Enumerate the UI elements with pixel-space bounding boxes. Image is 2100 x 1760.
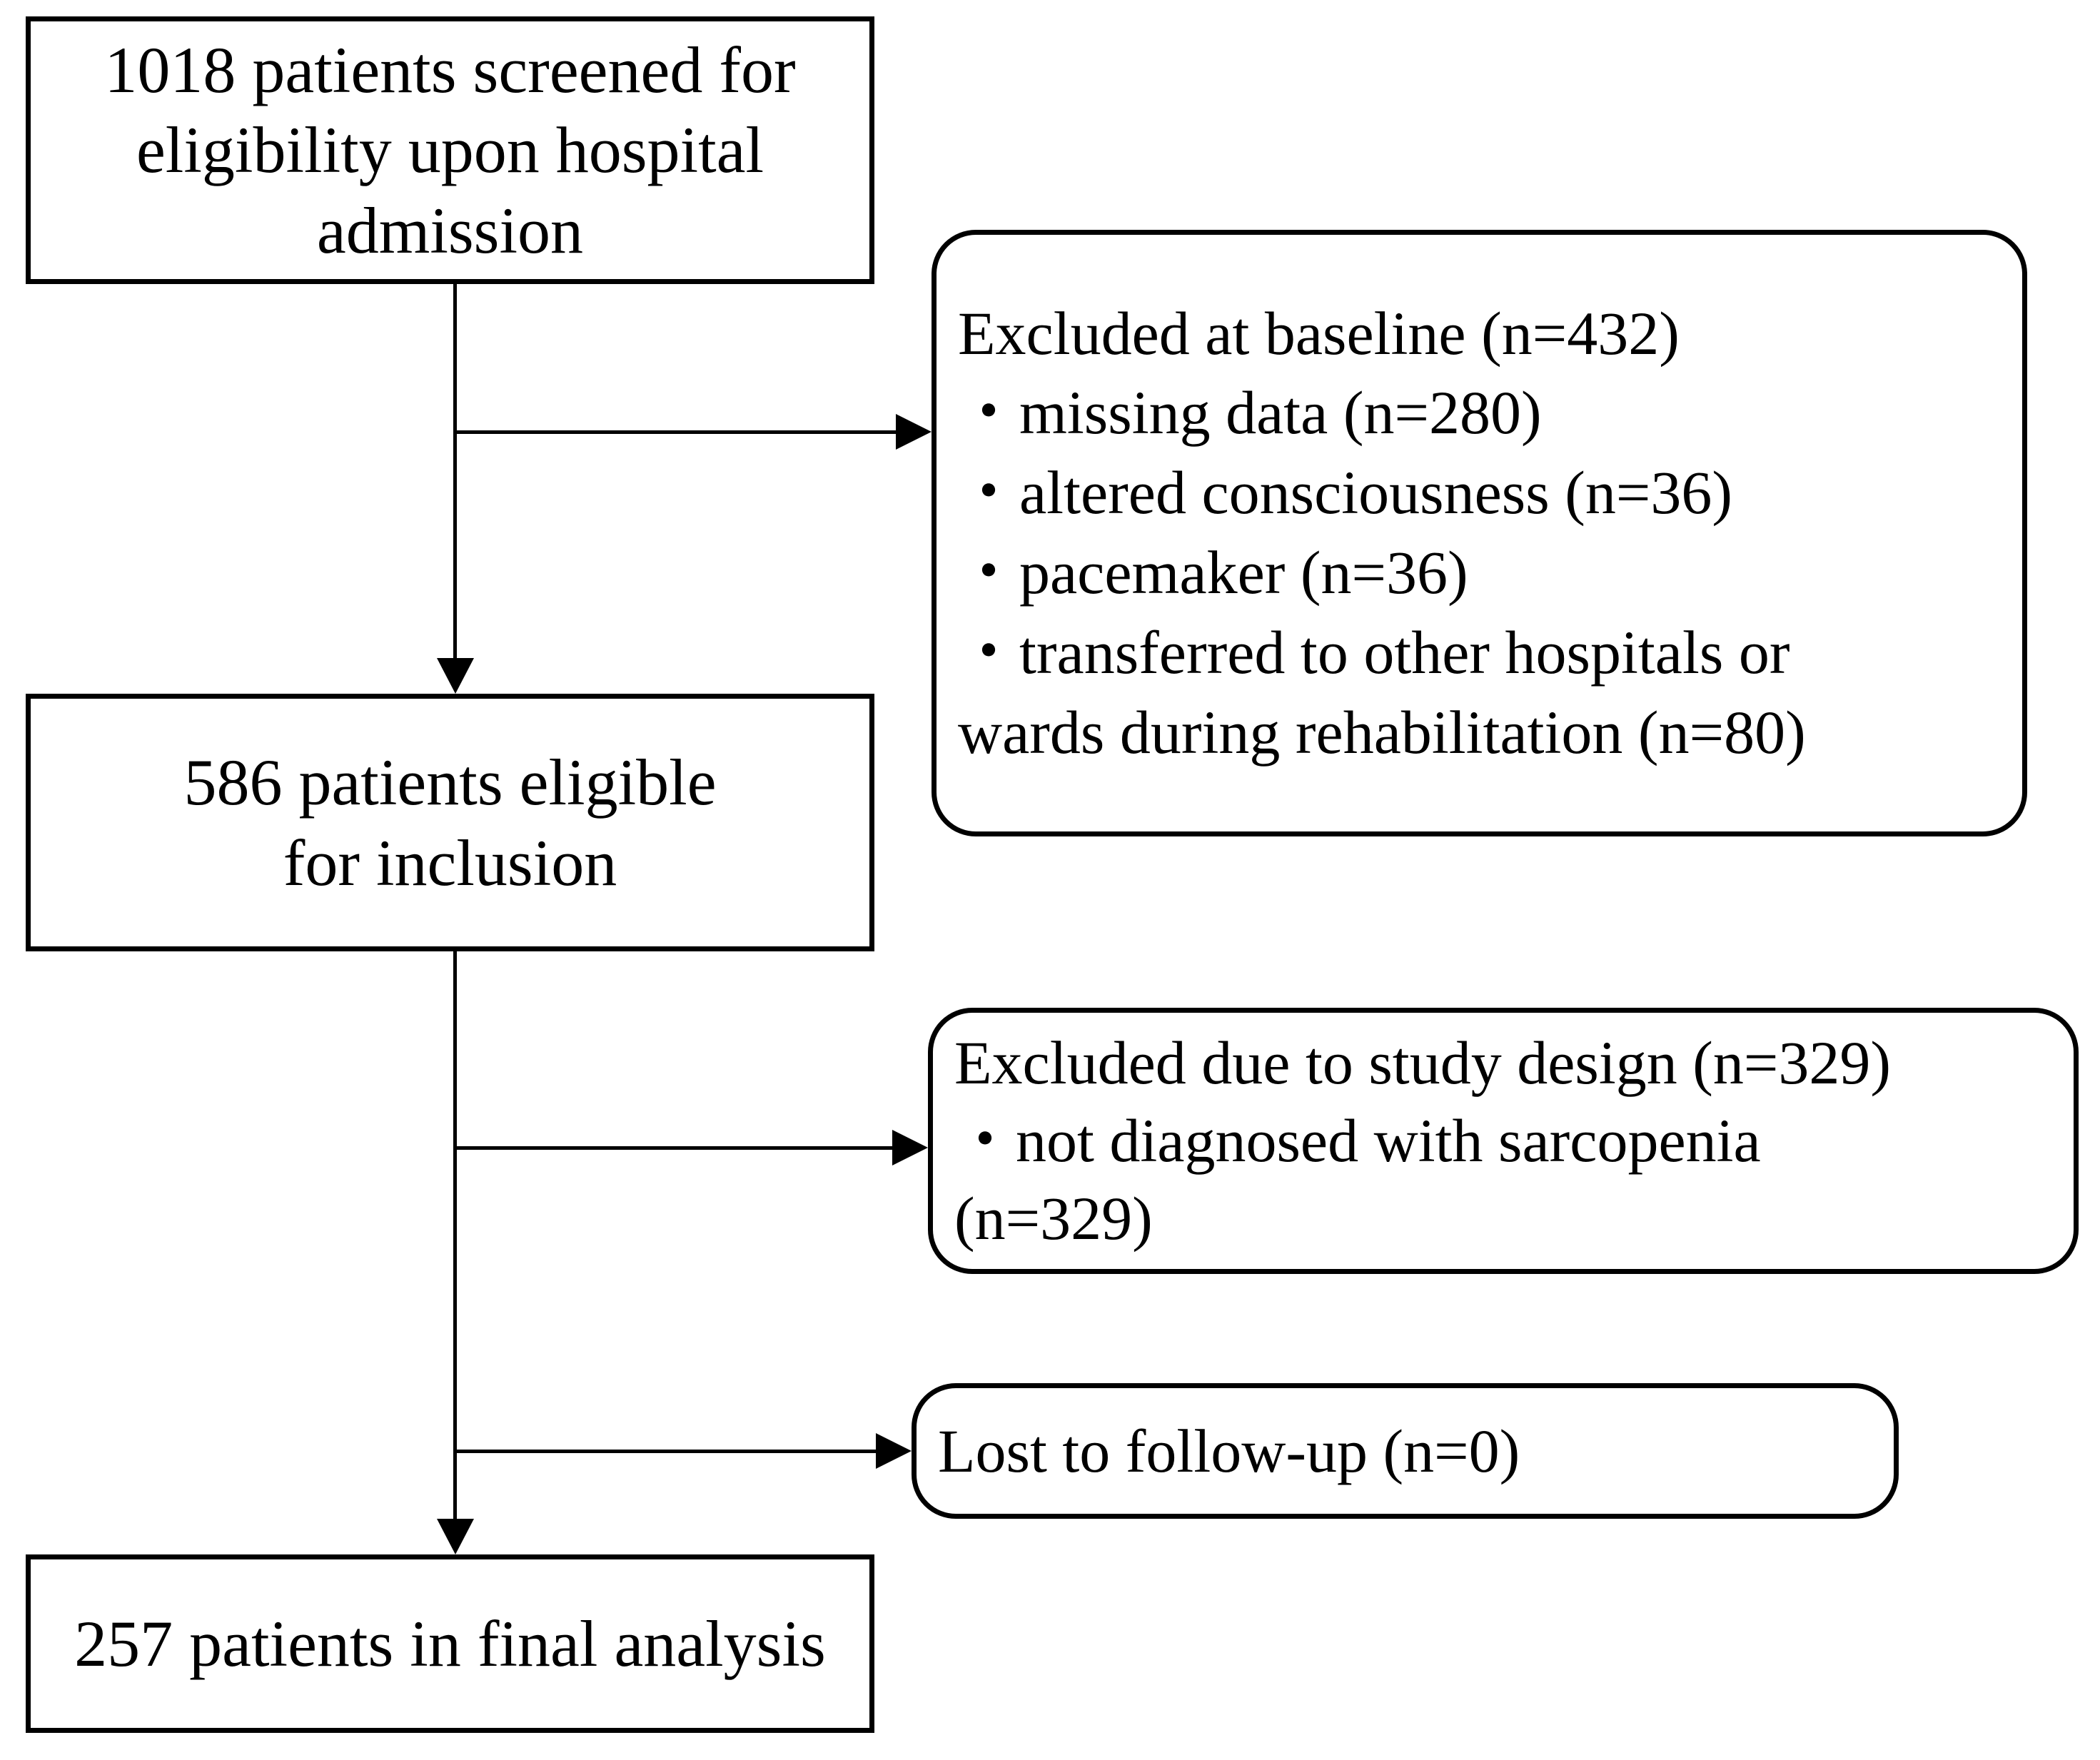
node-excluded-at-baseline-label: Excluded at baseline (n=432) ・missing da…	[958, 298, 1806, 767]
node-excluded-study-design: Excluded due to study design (n=329) ・no…	[928, 1008, 2079, 1274]
connector-eligible-to-lost-to-follow-up	[453, 1450, 876, 1453]
node-excluded-at-baseline: Excluded at baseline (n=432) ・missing da…	[932, 230, 2027, 836]
arrowhead-right-to-excluded-at-baseline	[896, 414, 932, 450]
node-eligible-for-inclusion: 586 patients eligible for inclusion	[26, 694, 874, 951]
connector-screened-to-excluded-at-baseline	[453, 430, 896, 434]
node-lost-to-follow-up: Lost to follow-up (n=0)	[912, 1383, 1899, 1519]
arrowhead-down-to-final-analysis	[437, 1519, 474, 1554]
connector-eligible-to-final	[453, 951, 457, 1522]
node-excluded-study-design-label: Excluded due to study design (n=329) ・no…	[954, 1028, 1892, 1253]
connector-eligible-to-excluded-study-design	[453, 1146, 892, 1150]
arrowhead-right-to-lost-to-follow-up	[876, 1433, 912, 1469]
arrowhead-down-to-eligible	[437, 658, 474, 694]
node-final-analysis-label: 257 patients in final analysis	[74, 1607, 826, 1680]
node-screened-label: 1018 patients screened for eligibility u…	[104, 34, 796, 267]
node-final-analysis: 257 patients in final analysis	[26, 1554, 874, 1733]
connector-screened-to-eligible	[453, 284, 457, 661]
node-lost-to-follow-up-label: Lost to follow-up (n=0)	[938, 1416, 1520, 1485]
node-eligible-for-inclusion-label: 586 patients eligible for inclusion	[183, 746, 717, 899]
arrowhead-right-to-excluded-study-design	[892, 1130, 928, 1165]
node-screened: 1018 patients screened for eligibility u…	[26, 16, 874, 284]
